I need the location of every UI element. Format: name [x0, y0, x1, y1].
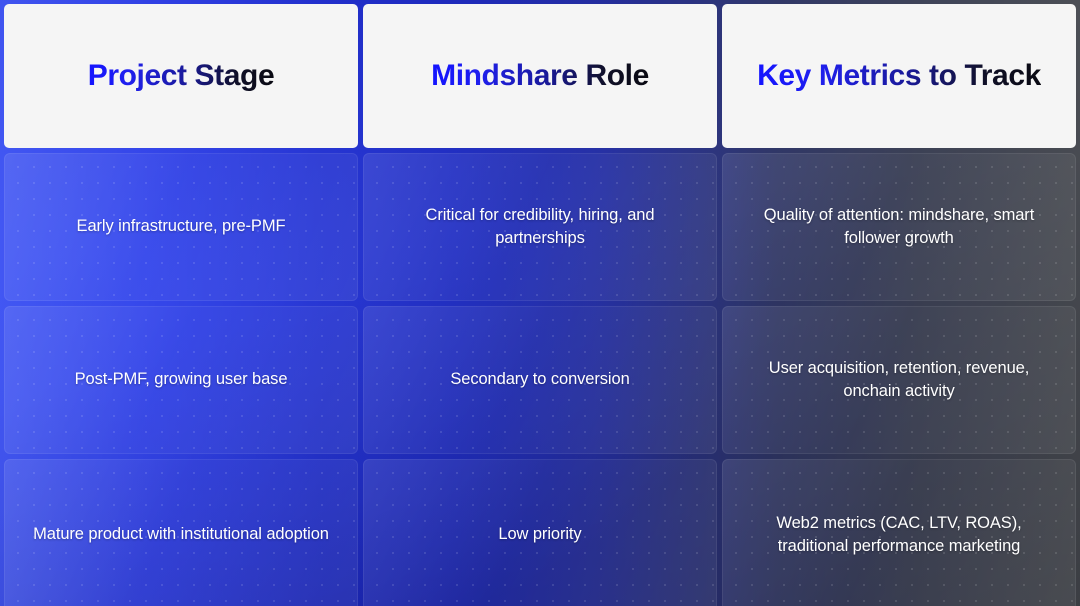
cell-project-stage: Mature product with institutional adopti…	[33, 525, 329, 544]
table-row: User acquisition, retention, revenue, on…	[722, 306, 1076, 454]
cell-mindshare-role: Low priority	[498, 525, 582, 544]
comparison-table: Project Stage Mindshare Role Key Metrics…	[4, 4, 1076, 606]
cell-key-metrics: Web2 metrics (CAC, LTV, ROAS), tradition…	[776, 513, 1022, 555]
cell-key-metrics: User acquisition, retention, revenue, on…	[768, 358, 1030, 400]
cell-project-stage: Post-PMF, growing user base	[74, 370, 288, 389]
column-header-label: Project Stage	[87, 59, 275, 92]
table-row: Low priority	[363, 459, 717, 606]
table-header-cell-mindshare-role: Mindshare Role	[363, 4, 717, 148]
table-row: Secondary to conversion	[363, 306, 717, 454]
table-row: Quality of attention: mindshare, smart f…	[722, 153, 1076, 301]
column-header-label: Key Metrics to Track	[757, 59, 1041, 92]
table-row: Early infrastructure, pre-PMF	[4, 153, 358, 301]
cell-project-stage: Early infrastructure, pre-PMF	[76, 217, 286, 236]
cell-key-metrics: Quality of attention: mindshare, smart f…	[763, 205, 1035, 247]
table-header-cell-project-stage: Project Stage	[4, 4, 358, 148]
cell-mindshare-role: Secondary to conversion	[450, 370, 630, 389]
cell-mindshare-role: Critical for credibility, hiring, and pa…	[425, 205, 655, 247]
table-row: Mature product with institutional adopti…	[4, 459, 358, 606]
table-row: Critical for credibility, hiring, and pa…	[363, 153, 717, 301]
column-header-label: Mindshare Role	[431, 59, 649, 92]
table-row: Post-PMF, growing user base	[4, 306, 358, 454]
table-header-cell-key-metrics: Key Metrics to Track	[722, 4, 1076, 148]
table-row: Web2 metrics (CAC, LTV, ROAS), tradition…	[722, 459, 1076, 606]
